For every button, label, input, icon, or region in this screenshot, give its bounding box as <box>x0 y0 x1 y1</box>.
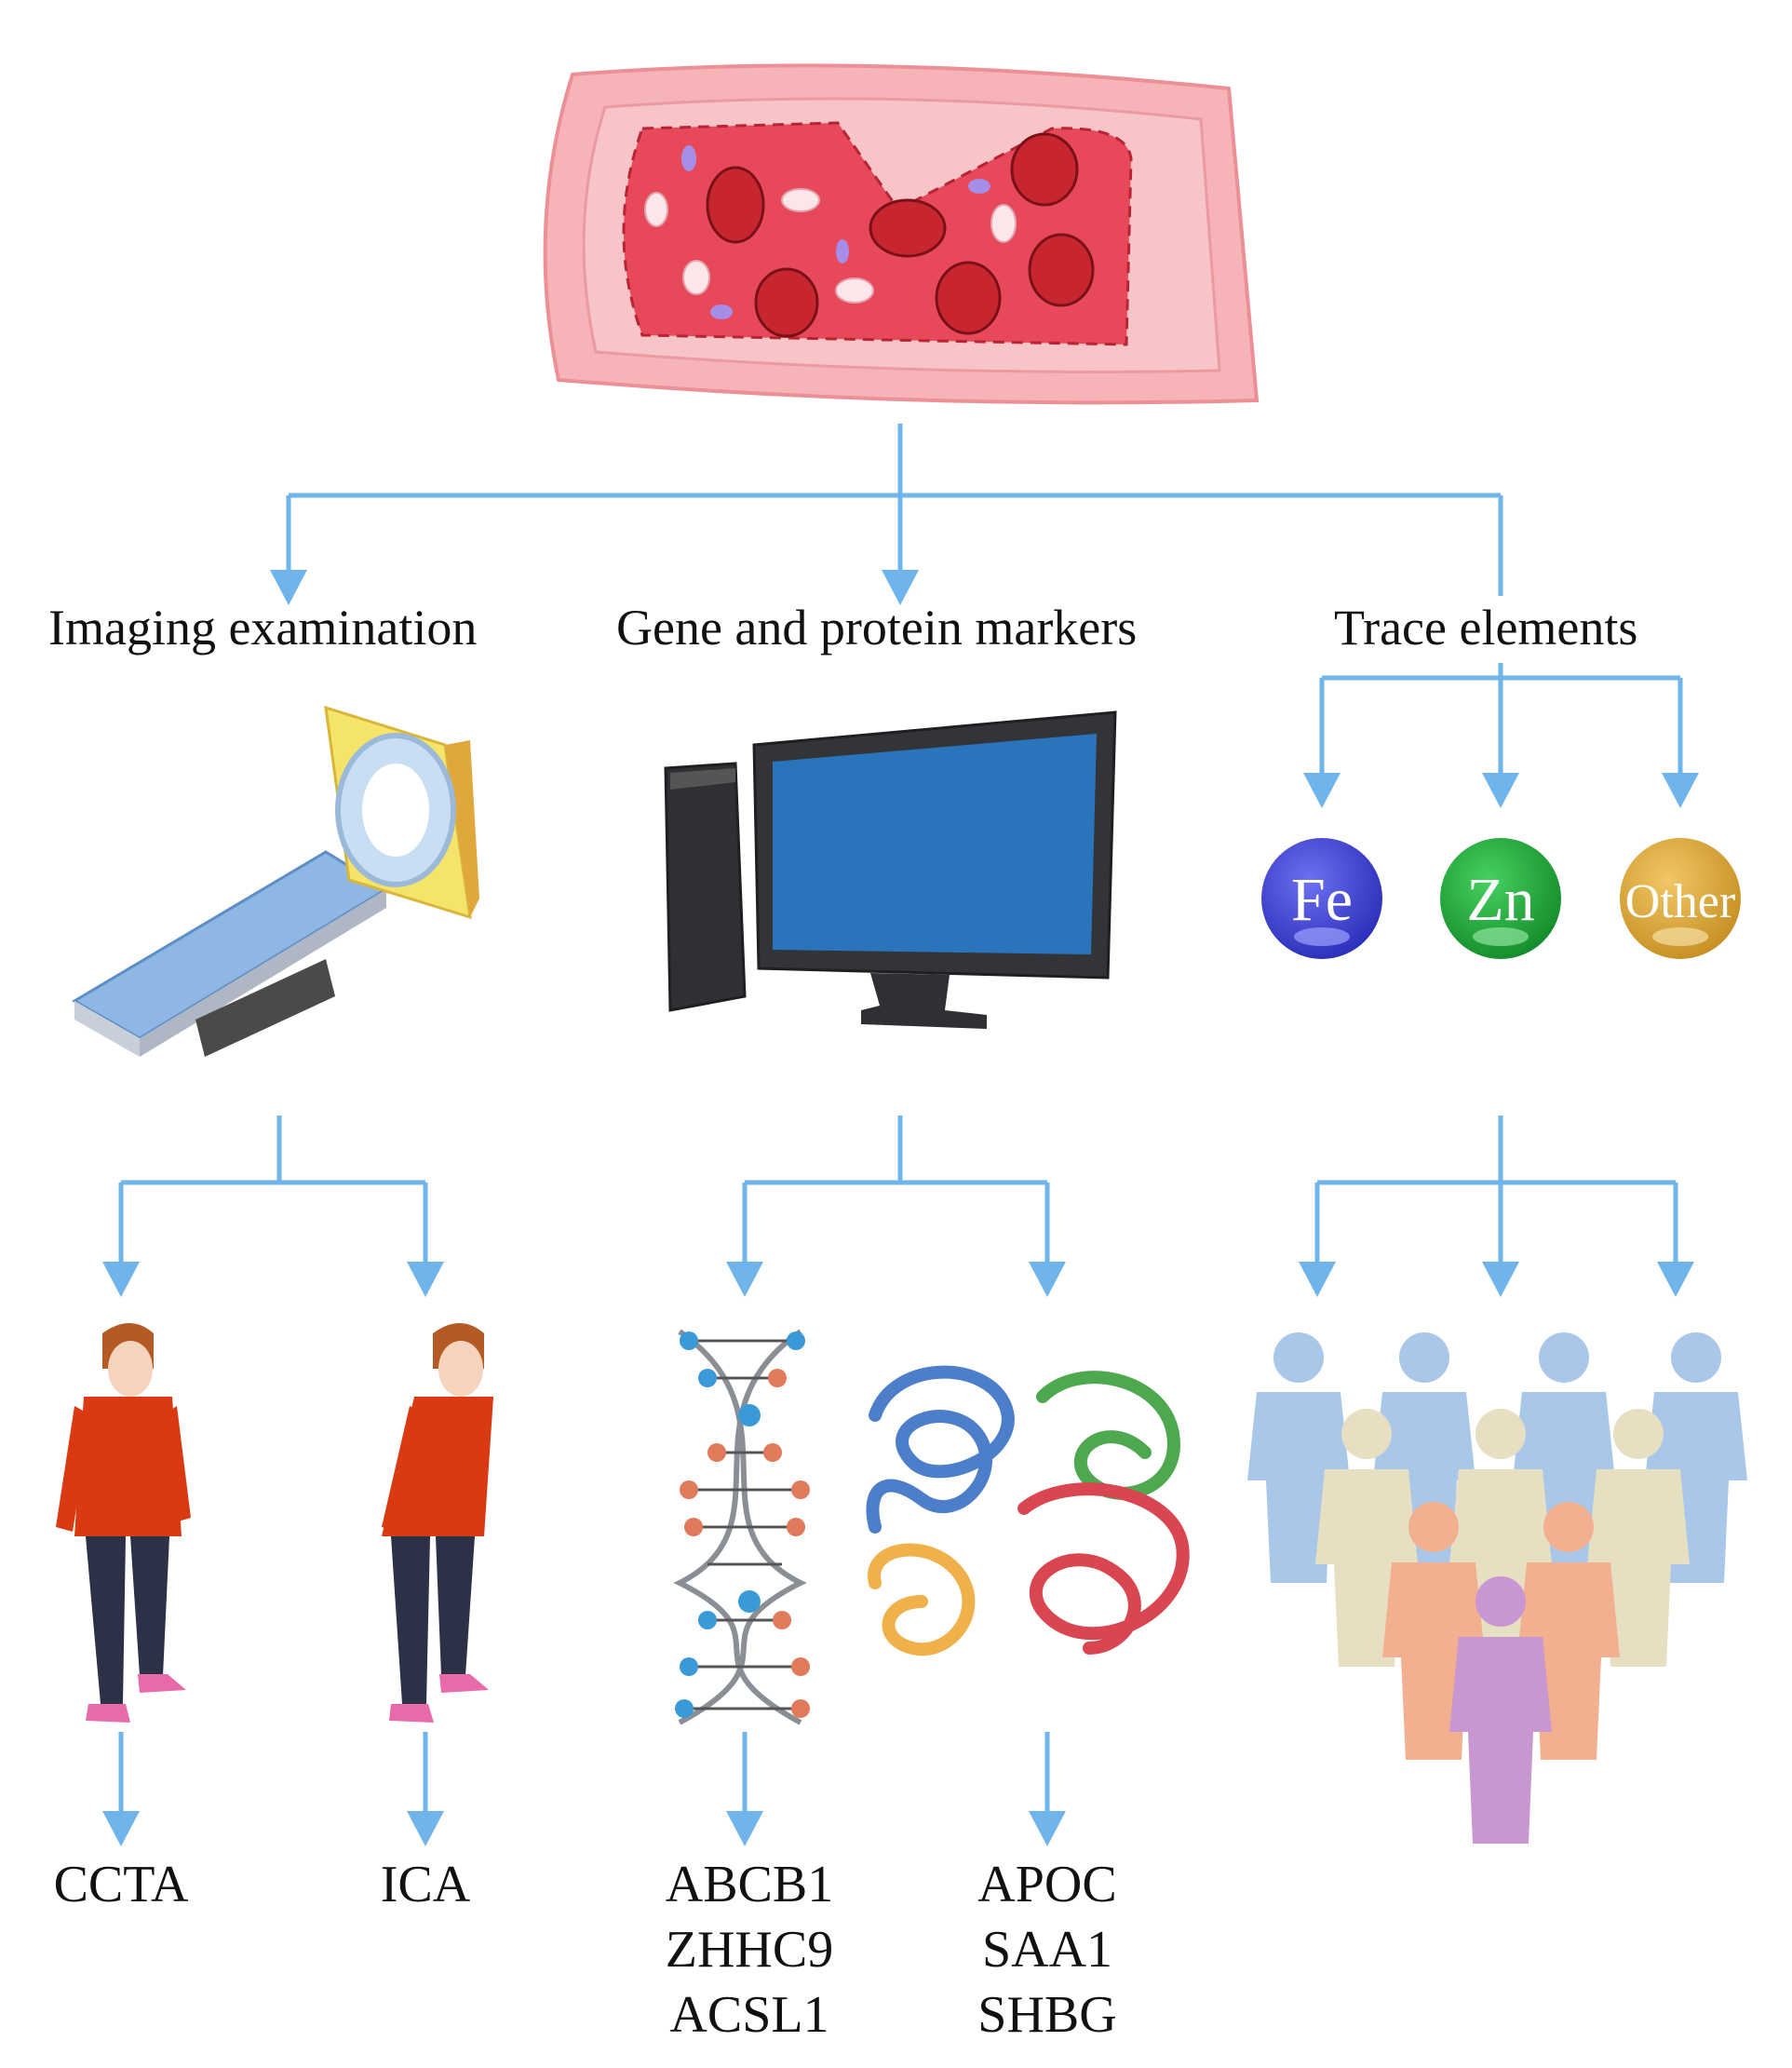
category-gene-protein: Gene and protein markers <box>616 600 1137 656</box>
category-imaging: Imaging examination <box>48 600 477 656</box>
crowd-row-middle <box>1315 1409 1690 1667</box>
fe-ball: Fe <box>1261 838 1382 959</box>
platelets <box>681 145 990 319</box>
ct-scanner-icon <box>72 705 479 1057</box>
label-ica: ICA <box>381 1856 471 1913</box>
computer-icon <box>664 710 1117 1029</box>
other-ball: Other <box>1620 838 1741 959</box>
other-label: Other <box>1625 875 1735 928</box>
dna-helix-icon <box>673 1329 810 1725</box>
gene-marker-zhhc9: ZHHC9 <box>666 1921 833 1979</box>
trace-element-balls: Fe Zn Other <box>1261 838 1741 959</box>
protein-marker-apoc: APOC <box>977 1856 1116 1913</box>
protein-structure-icon <box>866 1365 1190 1656</box>
crowd-center-person <box>1449 1576 1552 1844</box>
label-ccta: CCTA <box>54 1856 189 1913</box>
trace-element-connectors <box>1303 663 1699 808</box>
patient-ica-figure <box>382 1323 493 1723</box>
blood-vessel-illustration <box>543 63 1260 405</box>
top-connectors <box>270 424 1503 605</box>
white-blood-cells <box>644 188 1017 304</box>
zn-ball: Zn <box>1440 838 1561 959</box>
category-trace: Trace elements <box>1334 600 1637 656</box>
middle-connectors <box>102 1115 1694 1297</box>
patient-ccta-figure <box>56 1323 191 1723</box>
protein-marker-saa1: SAA1 <box>982 1921 1112 1979</box>
fe-label: Fe <box>1291 866 1353 934</box>
gene-marker-acsl1: ACSL1 <box>669 1986 829 2044</box>
zn-label: Zn <box>1466 866 1534 934</box>
monitor-screen <box>773 734 1097 954</box>
bottom-arrows <box>102 1732 1066 1846</box>
gene-marker-abcb1: ABCB1 <box>666 1856 834 1913</box>
population-crowd-icon <box>1247 1332 1747 1844</box>
red-blood-cells <box>706 132 1095 338</box>
protein-marker-shbg: SHBG <box>977 1986 1116 2044</box>
